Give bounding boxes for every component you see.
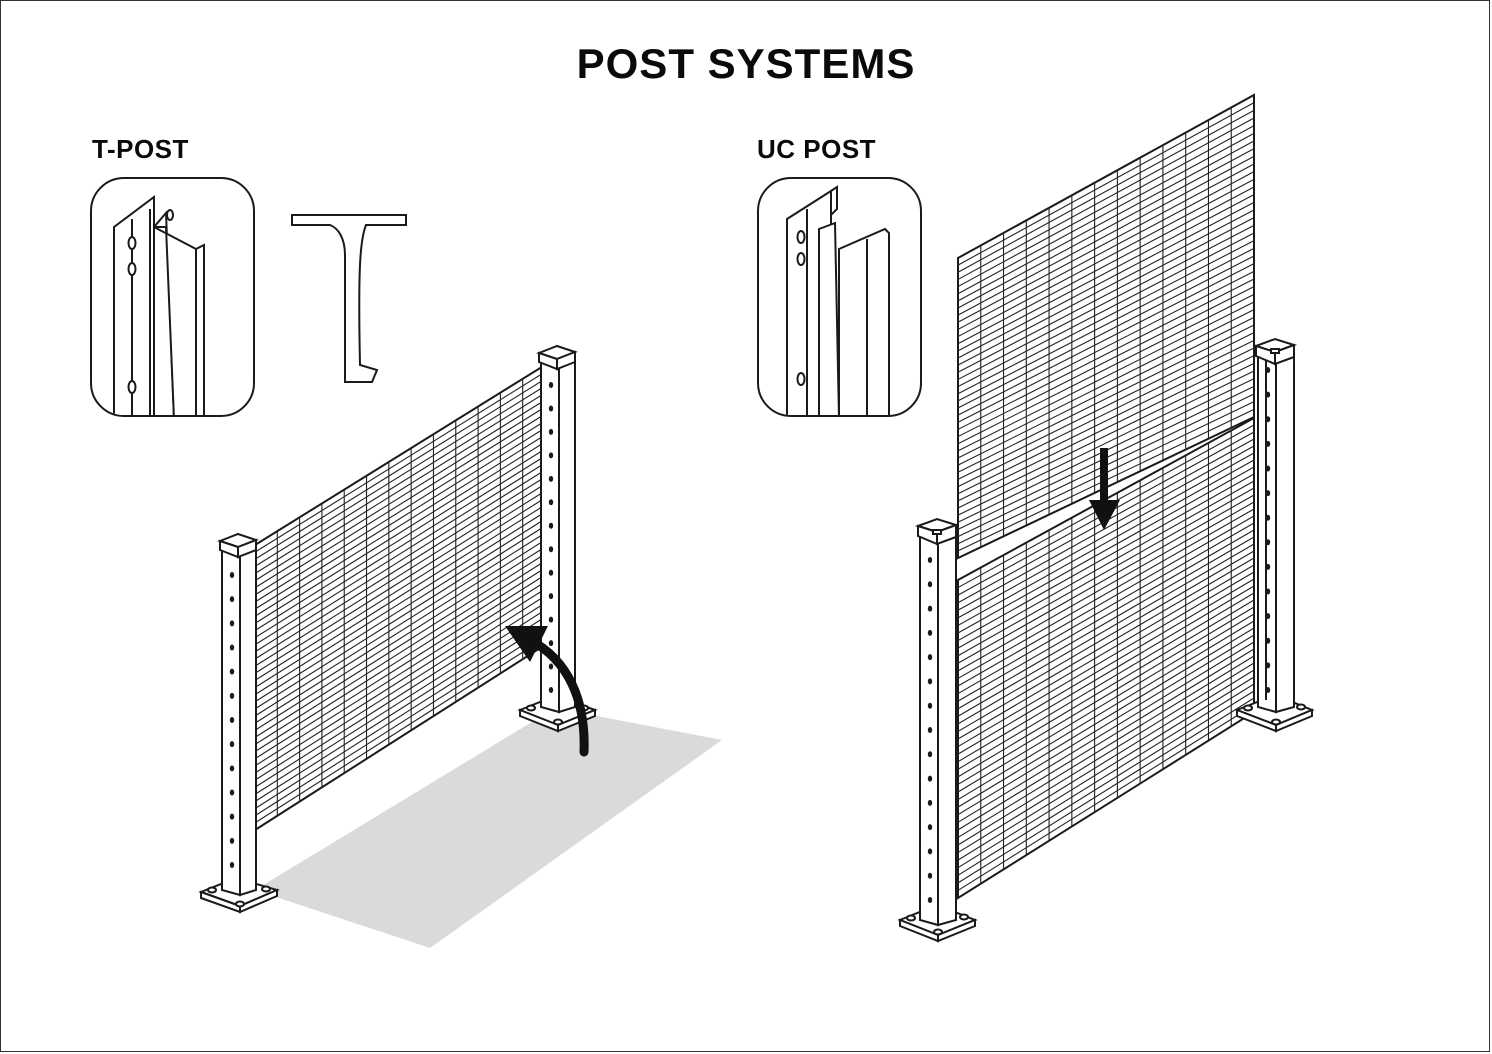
left-post-1 bbox=[198, 532, 280, 914]
uc-post-label: UC POST bbox=[757, 134, 877, 164]
uc-post-detail-box bbox=[757, 177, 922, 417]
left-mesh-panel bbox=[254, 363, 546, 832]
right-post-2 bbox=[1234, 337, 1315, 733]
down-insert-arrow bbox=[1089, 448, 1120, 530]
page-title: POST SYSTEMS bbox=[576, 40, 916, 87]
t-post-profile-illustration bbox=[113, 195, 205, 415]
ground-shadow bbox=[255, 708, 722, 948]
right-upper-mesh-panel bbox=[957, 93, 1255, 560]
t-post-detail-box bbox=[90, 177, 255, 417]
uc-post-profile-illustration bbox=[786, 185, 890, 415]
t-post-cross-section bbox=[291, 214, 407, 383]
right-post-1 bbox=[897, 517, 978, 943]
right-lower-mesh-panel bbox=[957, 416, 1255, 900]
t-post-label: T-POST bbox=[92, 134, 189, 164]
curved-insert-arrow bbox=[505, 626, 589, 757]
